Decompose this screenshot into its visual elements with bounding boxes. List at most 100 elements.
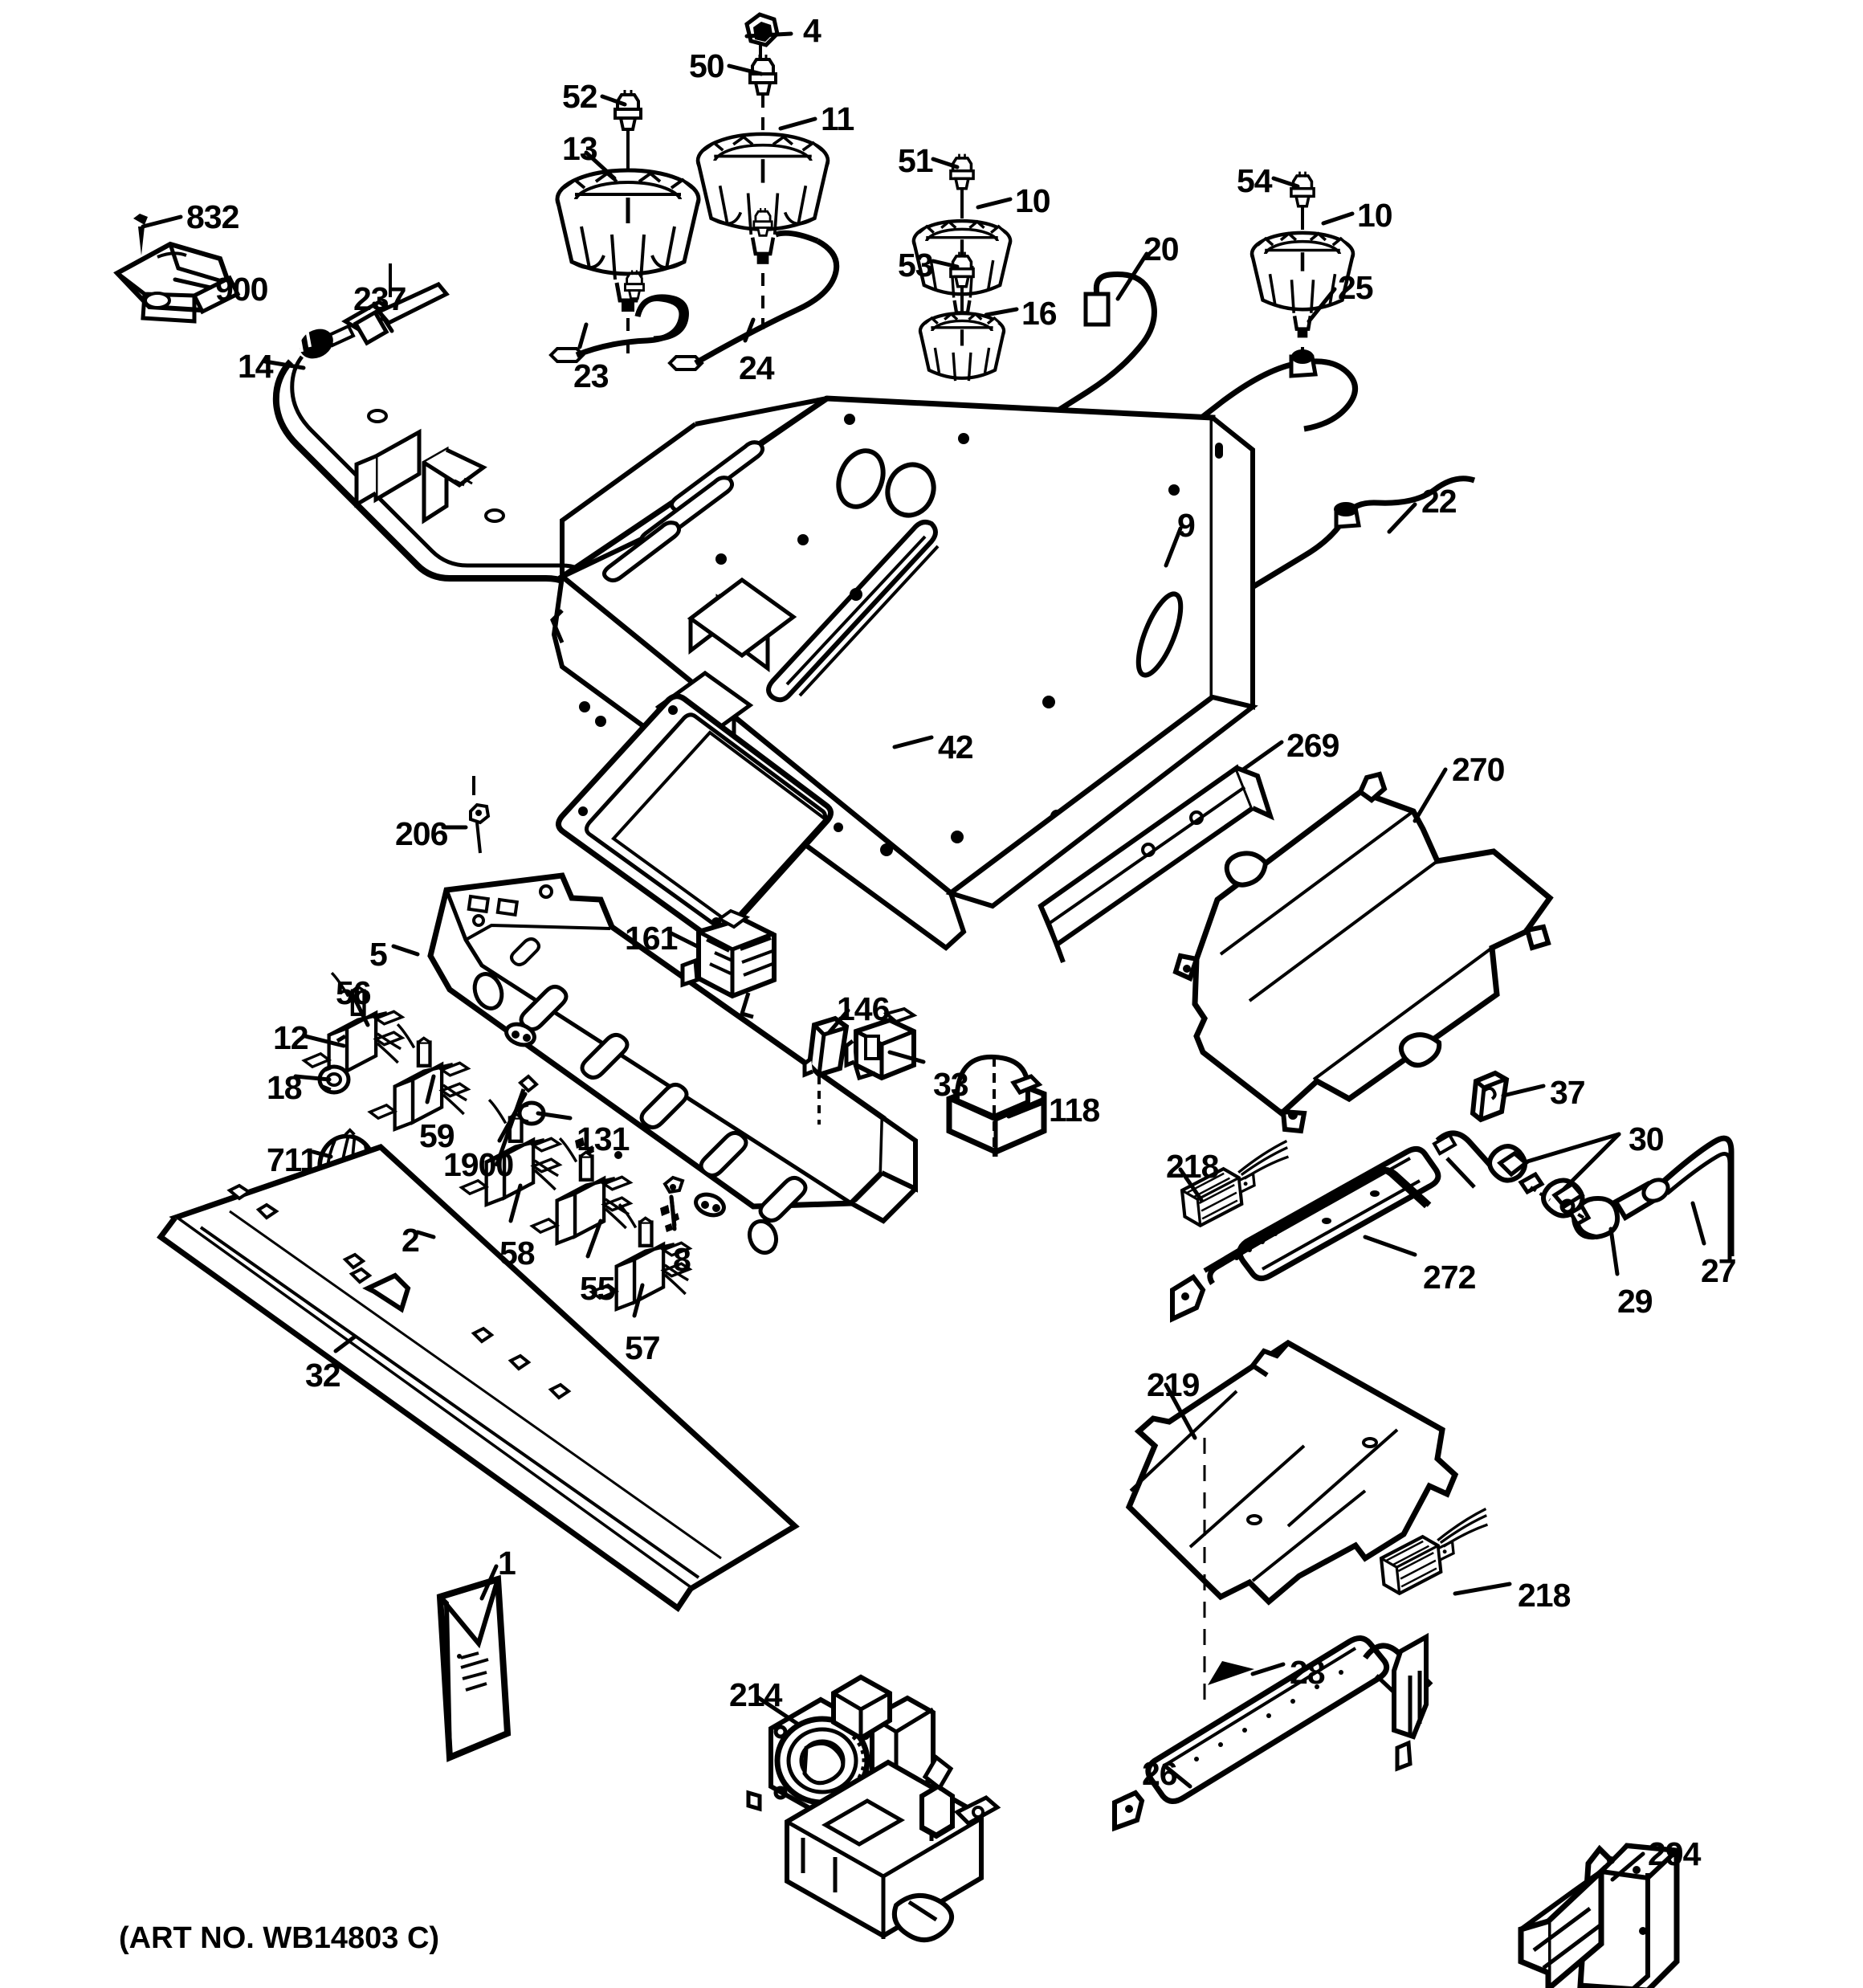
callout-118-igniter-module-cover[interactable]: 118 xyxy=(1049,1092,1100,1129)
part-20-tube xyxy=(1007,271,1157,444)
callout-16-burner-head-small[interactable]: 16 xyxy=(1021,295,1058,332)
callout-13-burner-head-large-left[interactable]: 13 xyxy=(562,130,598,167)
callout-270-oven-bottom-shield[interactable]: 270 xyxy=(1452,751,1505,788)
callout-294-burner-support-bracket[interactable]: 294 xyxy=(1648,1835,1701,1872)
part-32-side-rail xyxy=(157,1144,800,1612)
callout-272-broil-burner[interactable]: 272 xyxy=(1423,1259,1476,1296)
callout-24-burner-tube-24[interactable]: 24 xyxy=(739,349,775,386)
leader-line-54 xyxy=(1271,176,1300,189)
leader-line-131 xyxy=(536,1111,573,1121)
leader-line-30 xyxy=(1525,1132,1621,1164)
part-206-screw xyxy=(469,776,491,854)
callout-58-igniter-switch[interactable]: 58 xyxy=(499,1235,536,1272)
part-26-bake-burner xyxy=(1112,1632,1433,1832)
leader-line-14 xyxy=(263,359,306,370)
callout-206-screw[interactable]: 206 xyxy=(395,815,448,852)
callout-161-oven-thermostat-switch[interactable]: 161 xyxy=(625,920,678,957)
callout-4-hex-nut[interactable]: 4 xyxy=(803,12,821,49)
leader-line-118 xyxy=(1006,1101,1043,1119)
leader-line-272 xyxy=(1363,1235,1417,1257)
callout-8-screw-8[interactable]: 8 xyxy=(673,1241,691,1278)
callout-10-burner-head-medium[interactable]: 10 xyxy=(1015,182,1051,219)
callout-33-rocker-switch[interactable]: 33 xyxy=(933,1066,969,1103)
callout-711-control-knob[interactable]: 711 xyxy=(267,1141,318,1178)
callout-10-burner-head-medium[interactable]: 10 xyxy=(1357,197,1393,234)
part-24-tube xyxy=(667,206,840,371)
callout-37-retainer-clip[interactable]: 37 xyxy=(1550,1074,1586,1111)
callout-50-burner-orifice[interactable]: 50 xyxy=(689,47,725,84)
leader-line-214 xyxy=(754,1694,802,1728)
callout-12-surface-burner-valve[interactable]: 12 xyxy=(273,1019,309,1056)
callout-26-bake-burner[interactable]: 26 xyxy=(1142,1755,1178,1792)
callout-51-burner-orifice[interactable]: 51 xyxy=(898,142,934,179)
leader-line-832 xyxy=(141,214,183,229)
callout-218-wire-harness-connector[interactable]: 218 xyxy=(1518,1577,1571,1614)
part-52-orifice xyxy=(614,88,642,131)
callout-832-screw[interactable]: 832 xyxy=(186,198,239,235)
leader-line-5 xyxy=(391,944,420,957)
part-54-orifice xyxy=(1290,169,1315,208)
callout-1-instruction-packet[interactable]: 1 xyxy=(498,1545,516,1582)
leader-line-28 xyxy=(1250,1662,1286,1676)
part-12-valve-body xyxy=(336,1034,347,1043)
callout-59-igniter-switch[interactable]: 59 xyxy=(419,1117,455,1154)
leader-line-13 xyxy=(584,150,617,181)
part-11-burner-head xyxy=(698,134,828,264)
leader-line-237 xyxy=(372,301,394,333)
callout-14-main-gas-line[interactable]: 14 xyxy=(238,348,274,385)
callout-237-fitting-nipple[interactable]: 237 xyxy=(353,280,406,317)
leader-line-294 xyxy=(1610,1851,1645,1882)
leader-line-10 xyxy=(1321,211,1355,226)
callout-57-igniter-switch[interactable]: 57 xyxy=(625,1329,661,1366)
callout-9-main-top-panel[interactable]: 9 xyxy=(1177,507,1196,544)
callout-219-oven-bottom-panel[interactable]: 219 xyxy=(1147,1366,1200,1403)
callout-5-manifold-panel[interactable]: 5 xyxy=(369,936,388,973)
leader-line-33 xyxy=(887,1050,926,1064)
callout-29-elbow-fitting[interactable]: 29 xyxy=(1617,1283,1653,1320)
callout-1900-harness[interactable]: 1900 xyxy=(443,1146,514,1183)
callout-56-igniter-switch[interactable]: 56 xyxy=(336,974,372,1011)
callout-30-burner-orifice-holder[interactable]: 30 xyxy=(1629,1121,1665,1157)
leader-line-22 xyxy=(1387,502,1417,534)
callout-131-clip[interactable]: 131 xyxy=(577,1121,630,1157)
part-5-manifold-panel xyxy=(427,872,918,1255)
part-214-gas-regulator xyxy=(746,1674,1001,1942)
callout-218-wire-harness-connector[interactable]: 218 xyxy=(1166,1148,1219,1185)
leader-line-12 xyxy=(303,1034,346,1048)
part-294-support-bracket xyxy=(1518,1843,1682,1988)
callout-214-gas-pressure-regulator[interactable]: 214 xyxy=(729,1676,782,1713)
callout-25-gas-tube-loop[interactable]: 25 xyxy=(1338,269,1374,306)
callout-146-rocker-switch-cover[interactable]: 146 xyxy=(837,990,890,1027)
callout-11-burner-head-large[interactable]: 11 xyxy=(821,100,854,137)
leader-line-32 xyxy=(333,1334,357,1353)
part-272-broil-burner xyxy=(1170,1130,1501,1323)
part-118-igniter-cover xyxy=(946,1054,1047,1157)
callout-27-gas-tube-27[interactable]: 27 xyxy=(1701,1252,1737,1289)
callout-53-burner-orifice[interactable]: 53 xyxy=(898,247,934,284)
callout-22-gas-tube-22[interactable]: 22 xyxy=(1421,483,1457,520)
callout-55-igniter-switch[interactable]: 55 xyxy=(580,1270,616,1307)
leader-line-20 xyxy=(1115,251,1149,301)
callout-20-gas-tube-bent[interactable]: 20 xyxy=(1143,231,1180,267)
part-832-screw xyxy=(133,214,148,255)
callout-28-bake-burner-arrow[interactable]: 28 xyxy=(1290,1654,1326,1691)
callout-32-side-rail[interactable]: 32 xyxy=(305,1357,341,1394)
leader-line-50 xyxy=(727,63,764,76)
part-33-rocker-switch xyxy=(844,1006,918,1081)
callout-269-heat-shield-strip[interactable]: 269 xyxy=(1286,727,1339,764)
leader-line-37 xyxy=(1501,1084,1546,1098)
callout-18-valve-nut[interactable]: 18 xyxy=(267,1069,303,1106)
leader-line-1 xyxy=(479,1564,499,1601)
leader-line-146 xyxy=(826,1008,850,1035)
leader-line-42 xyxy=(892,735,934,749)
callout-54-burner-orifice[interactable]: 54 xyxy=(1237,162,1273,199)
callout-52-burner-orifice-small[interactable]: 52 xyxy=(562,78,598,115)
callout-2-control-knob[interactable]: 2 xyxy=(402,1222,420,1259)
part-27-tube xyxy=(1641,1135,1735,1263)
leader-line-18 xyxy=(293,1074,332,1082)
callout-23-burner-tube-23[interactable]: 23 xyxy=(573,357,609,394)
callout-42-burner-box-gasket[interactable]: 42 xyxy=(938,729,974,765)
callout-900-bracket-clip[interactable]: 900 xyxy=(215,271,268,308)
